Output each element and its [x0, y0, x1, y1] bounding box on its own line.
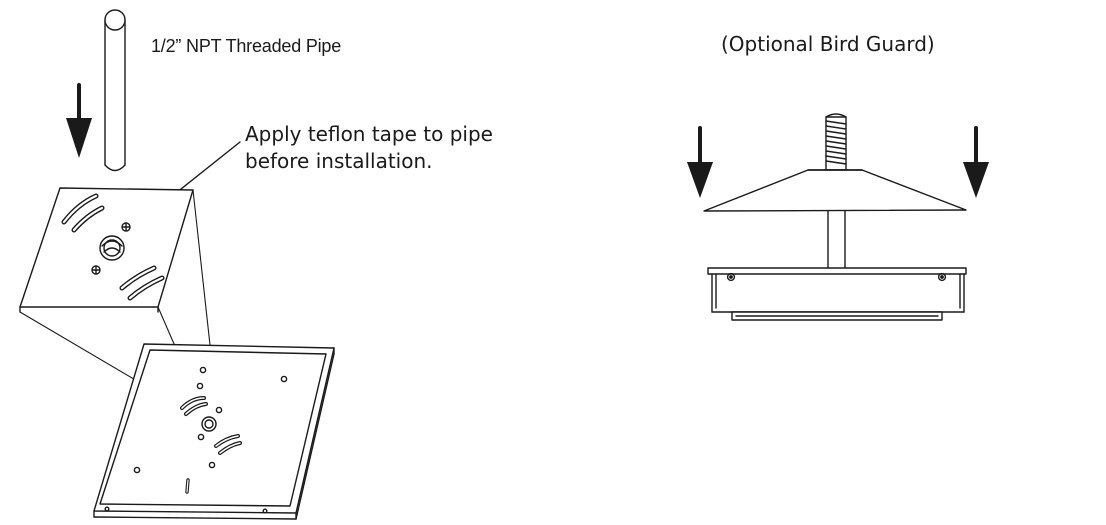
bird-guard-cone [703, 169, 967, 212]
down-arrow-icon [66, 83, 92, 158]
fixture-housing [707, 267, 967, 321]
guard-pole [825, 113, 847, 271]
bird-guard-label: (Optional Bird Guard) [721, 32, 935, 56]
right-guard-arrow-icon [963, 126, 989, 198]
left-guard-arrow-icon [687, 126, 713, 198]
mounting-plate [19, 187, 194, 313]
teflon-tape-note: Apply teflon tape to pipe before install… [245, 121, 493, 175]
base-plate [93, 343, 335, 520]
teflon-note-line-2: before installation. [245, 149, 433, 173]
pipe-label: 1/2” NPT Threaded Pipe [151, 36, 342, 56]
teflon-note-line-1: Apply teflon tape to pipe [245, 122, 493, 146]
threaded-pipe [104, 9, 126, 172]
